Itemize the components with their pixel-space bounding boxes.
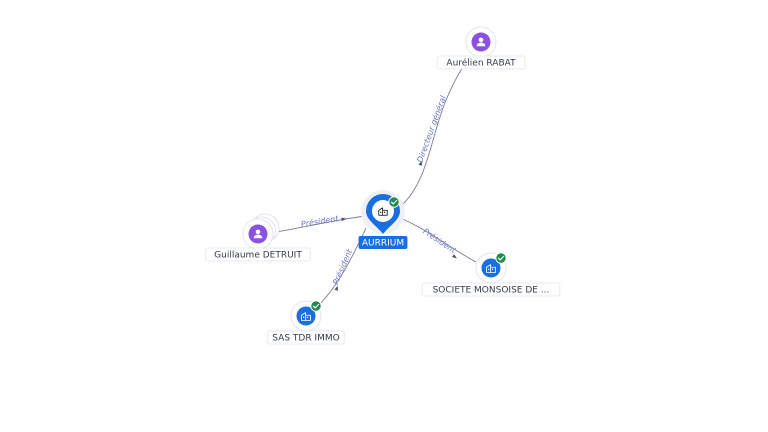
node-center[interactable]: AURRIUM (358, 190, 408, 249)
edge-label: Président (421, 226, 459, 256)
node-tdr[interactable]: SAS TDR IMMO (267, 300, 345, 345)
node-label: SAS TDR IMMO (272, 334, 339, 344)
nodes-layer: Aurélien RABAT Guillaume DETRUIT SAS TDR I… (205, 26, 561, 345)
node-label: AURRIUM (362, 239, 404, 249)
edge-center-monsoise[interactable]: Président (399, 217, 477, 263)
node-label-background (205, 247, 311, 262)
edge-line (275, 215, 366, 233)
edge-label: Directeur général (414, 93, 448, 163)
node-label: SOCIETE MONSOISE DE ... (433, 286, 550, 296)
edge-guillaume-center[interactable]: Président (275, 213, 366, 233)
edge-arrow (452, 254, 457, 259)
node-guillaume[interactable]: Guillaume DETRUIT (205, 213, 311, 262)
edge-arrow (418, 160, 422, 166)
node-label-background (436, 55, 526, 70)
node-label-background (421, 282, 561, 297)
edge-label: Président (330, 247, 354, 286)
node-monsoise[interactable]: SOCIETE MONSOISE DE ... (421, 252, 561, 297)
node-label: Aurélien RABAT (446, 58, 516, 69)
edge-line (401, 57, 472, 206)
verified-check-icon (388, 196, 400, 208)
edge-arrow (341, 217, 347, 222)
node-label: Guillaume DETRUIT (214, 251, 302, 261)
node-aurelien[interactable]: Aurélien RABAT (436, 26, 526, 70)
node-label-background (358, 236, 408, 249)
edge-arrow (334, 285, 338, 291)
verified-check-icon (495, 252, 507, 264)
edge-center-aurelien[interactable]: Directeur général (401, 57, 472, 206)
edges-layer: Directeur généralPrésidentPrésidentPrési… (275, 57, 477, 305)
edge-label: Président (300, 213, 340, 229)
edge-line (399, 217, 477, 263)
node-label-background (267, 330, 345, 345)
verified-check-icon (310, 300, 322, 312)
